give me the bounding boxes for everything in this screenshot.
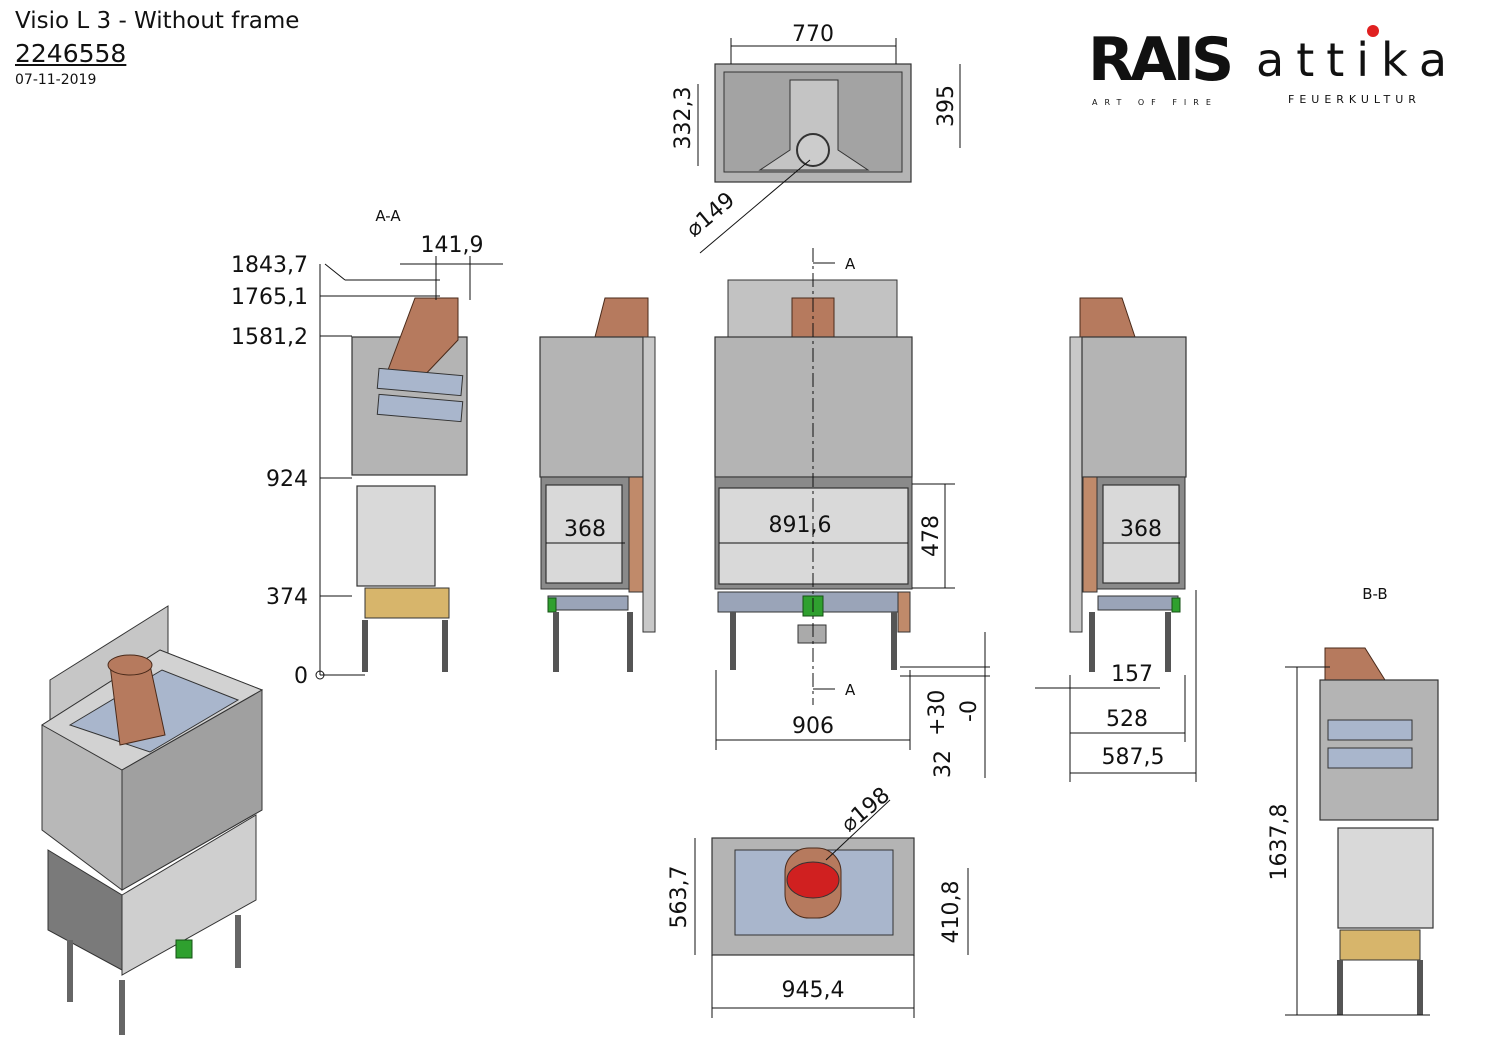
dim-leg-height: 32 xyxy=(931,750,956,778)
height-1765: 1765,1 xyxy=(231,285,308,310)
front-view: A A 891,6 478 906 32 +30 -0 xyxy=(714,248,990,778)
height-0: 0 xyxy=(294,664,308,689)
brand-logo: RAIS ART OF FIRE attika FEUERKULTUR xyxy=(1088,25,1459,107)
dim-top-depth-left: 332,3 xyxy=(671,87,696,150)
height-1843: 1843,7 xyxy=(231,253,308,278)
logo-dot xyxy=(1367,25,1379,37)
dim-bb-height: 1637,8 xyxy=(1267,804,1292,881)
isometric-view xyxy=(41,605,264,1035)
section-mark-a-top: A xyxy=(845,255,856,273)
document-number: 2246558 xyxy=(15,39,127,68)
section-bb-view: B-B 1637,8 xyxy=(1267,585,1439,1016)
section-bb-label: B-B xyxy=(1362,585,1387,603)
dim-base-width: 906 xyxy=(792,714,834,739)
dim-bottom-depth: 563,7 xyxy=(667,866,692,929)
drawing-title: Visio L 3 - Without frame xyxy=(15,8,300,34)
dim-leg-adjust-top: +30 xyxy=(925,690,950,736)
dim-glass-height: 478 xyxy=(919,515,944,557)
drawing-date: 07-11-2019 xyxy=(15,72,97,88)
dim-glass-width: 891,6 xyxy=(769,513,832,538)
dim-top-flue: ⌀149 xyxy=(682,188,740,243)
logo-rais: RAIS xyxy=(1088,25,1230,95)
left-side-view: 368 xyxy=(539,297,656,672)
section-mark-a-bottom: A xyxy=(845,681,856,699)
dim-bottom-flue: ⌀198 xyxy=(837,783,895,838)
right-side-view: 368 157 528 587,5 xyxy=(1035,297,1197,782)
dim-leg-adjust-bottom: -0 xyxy=(957,700,982,722)
dim-top-width: 770 xyxy=(792,22,834,47)
dim-left-side-glass: 368 xyxy=(564,517,606,542)
logo-tagline-rais: ART OF FIRE xyxy=(1092,98,1218,107)
dim-bottom-inner-depth: 410,8 xyxy=(939,881,964,944)
section-aa-view: A-A 1843,7 1765,1 1581,2 924 374 0 141,9 xyxy=(231,207,503,689)
dim-right-depth-total: 587,5 xyxy=(1102,745,1165,770)
dim-aa-offset: 141,9 xyxy=(421,233,484,258)
dim-bottom-width: 945,4 xyxy=(782,978,845,1003)
logo-tagline-attika: FEUERKULTUR xyxy=(1288,93,1421,106)
height-924: 924 xyxy=(266,467,308,492)
top-view: 770 332,3 395 ⌀149 xyxy=(671,22,961,254)
dim-right-offset: 157 xyxy=(1111,662,1153,687)
section-aa-label: A-A xyxy=(375,207,401,225)
dim-right-depth: 528 xyxy=(1106,707,1148,732)
height-1581: 1581,2 xyxy=(231,325,308,350)
dim-top-depth-right: 395 xyxy=(934,85,959,127)
height-374: 374 xyxy=(266,585,308,610)
dim-right-side-glass: 368 xyxy=(1120,517,1162,542)
bottom-view: ⌀198 563,7 410,8 945,4 xyxy=(667,783,969,1018)
logo-attika: attika xyxy=(1256,33,1459,87)
